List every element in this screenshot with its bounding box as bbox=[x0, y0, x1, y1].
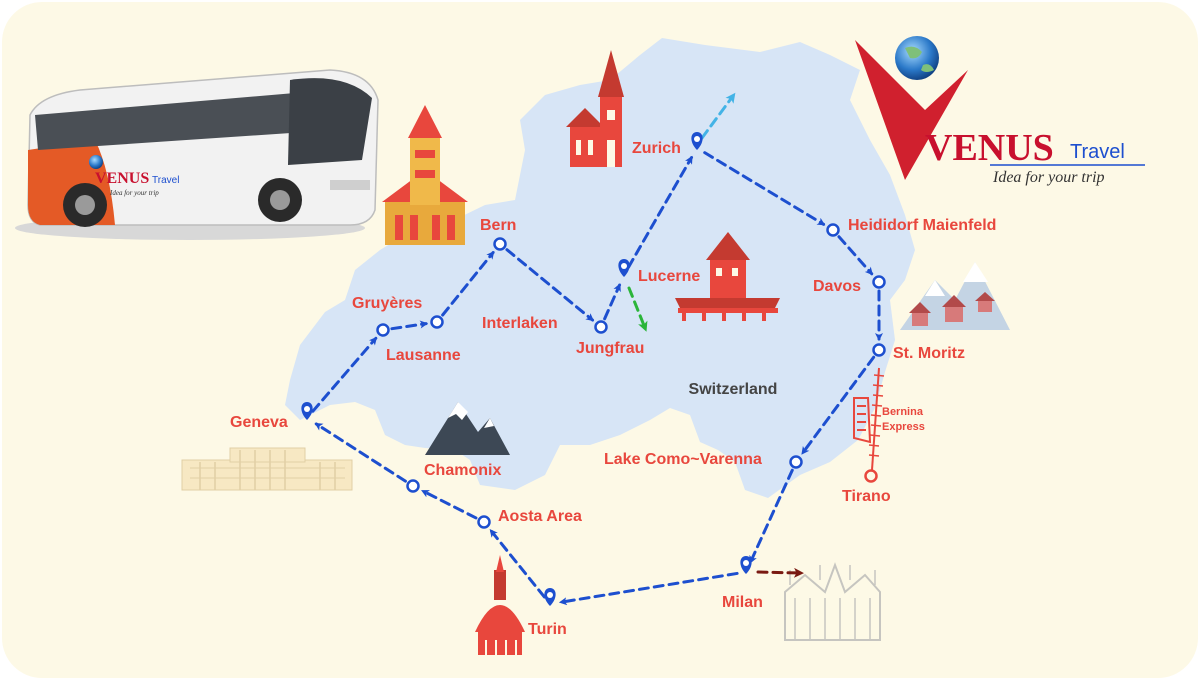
route-segment bbox=[801, 355, 876, 455]
train-icon bbox=[853, 397, 872, 444]
bernina-label-line2: Express bbox=[882, 421, 925, 433]
pin-bern[interactable] bbox=[493, 237, 507, 251]
globe-icon bbox=[895, 36, 939, 80]
city-label-lausanne[interactable]: Lausanne bbox=[386, 347, 461, 364]
city-label-geneva[interactable]: Geneva bbox=[230, 414, 288, 431]
pin-lucerne[interactable] bbox=[618, 259, 630, 277]
country-label: Switzerland bbox=[689, 381, 778, 398]
pin-davos[interactable] bbox=[872, 275, 886, 289]
route-extension-milan bbox=[756, 567, 804, 578]
route-segment bbox=[489, 529, 546, 599]
pin-aosta[interactable] bbox=[477, 515, 491, 529]
route-segment bbox=[626, 155, 694, 269]
zurich-church-icon bbox=[566, 50, 624, 167]
city-label-bern[interactable]: Bern bbox=[480, 217, 516, 234]
route-segment bbox=[390, 320, 429, 331]
logo-v-mark bbox=[855, 40, 968, 180]
logo-tagline: Idea for your trip bbox=[992, 169, 1105, 186]
route-segment bbox=[505, 248, 595, 322]
bus-brand-travel: Travel bbox=[152, 175, 179, 186]
geneva-palace-icon bbox=[181, 447, 353, 491]
city-label-davos[interactable]: Davos bbox=[813, 278, 861, 295]
pin-stmoritz[interactable] bbox=[872, 343, 886, 357]
city-label-tirano[interactable]: Tirano bbox=[842, 488, 891, 505]
city-label-aosta[interactable]: Aosta Area bbox=[498, 508, 582, 525]
turin-mole-icon bbox=[475, 555, 525, 655]
city-label-zurich[interactable]: Zurich bbox=[632, 140, 681, 157]
city-label-chamonix[interactable]: Chamonix bbox=[424, 462, 501, 479]
route-segment bbox=[441, 251, 495, 317]
city-label-heididorf[interactable]: Heididorf Maienfeld bbox=[848, 217, 996, 234]
bernina-label-line1: Bernina bbox=[882, 406, 924, 418]
route-layer bbox=[311, 92, 883, 606]
city-label-stmoritz[interactable]: St. Moritz bbox=[893, 345, 965, 362]
route-extension-zurich bbox=[700, 92, 736, 140]
route-extension-jungfrau bbox=[627, 286, 648, 332]
bus-icon: VENUS Travel Idea for your trip bbox=[15, 69, 379, 240]
city-label-jungfrau[interactable]: Jungfrau bbox=[576, 340, 644, 357]
city-label-como[interactable]: Lake Como~Varenna bbox=[604, 451, 762, 468]
pin-lausanne[interactable] bbox=[376, 323, 390, 337]
route-segment bbox=[749, 468, 794, 564]
route-segment bbox=[703, 151, 826, 226]
switzerland-outline bbox=[285, 38, 915, 498]
city-label-interlaken[interactable]: Interlaken bbox=[482, 315, 558, 332]
mountain-village-icon bbox=[900, 262, 1010, 330]
pin-como[interactable] bbox=[789, 455, 803, 469]
bernina-rail-line bbox=[864, 367, 885, 483]
route-segment bbox=[421, 489, 478, 520]
venus-travel-logo: VENUS Travel Idea for your trip bbox=[855, 36, 1145, 186]
bus-globe-icon bbox=[89, 155, 103, 169]
pin-geneva[interactable] bbox=[301, 402, 313, 420]
pin-interlaken[interactable] bbox=[594, 320, 608, 334]
route-segment bbox=[558, 571, 739, 606]
route-segment bbox=[314, 422, 407, 483]
city-label-milan[interactable]: Milan bbox=[722, 594, 763, 611]
city-label-turin[interactable]: Turin bbox=[528, 621, 567, 638]
pin-layer bbox=[301, 132, 886, 606]
bern-cathedral-icon bbox=[382, 105, 468, 245]
route-segment bbox=[603, 283, 622, 321]
pin-gruyeres[interactable] bbox=[430, 315, 444, 329]
pin-zurich[interactable] bbox=[691, 132, 703, 150]
bus-brand-name: VENUS bbox=[95, 170, 149, 187]
pin-heididorf[interactable] bbox=[826, 223, 840, 237]
city-label-gruyeres[interactable]: Gruyères bbox=[352, 295, 422, 312]
logo-brand-name: VENUS bbox=[925, 127, 1054, 169]
bus-tagline: Idea for your trip bbox=[109, 189, 159, 197]
lucerne-bridge-icon bbox=[675, 232, 780, 321]
logo-brand-travel: Travel bbox=[1070, 141, 1125, 163]
pin-milan[interactable] bbox=[740, 556, 752, 574]
route-segment bbox=[837, 235, 874, 276]
city-label-lucerne[interactable]: Lucerne bbox=[638, 268, 700, 285]
route-segment bbox=[311, 336, 378, 413]
mountain-icon bbox=[425, 402, 510, 455]
pin-turin[interactable] bbox=[544, 588, 556, 606]
milan-duomo-icon bbox=[784, 562, 881, 641]
pin-chamonix[interactable] bbox=[406, 479, 420, 493]
